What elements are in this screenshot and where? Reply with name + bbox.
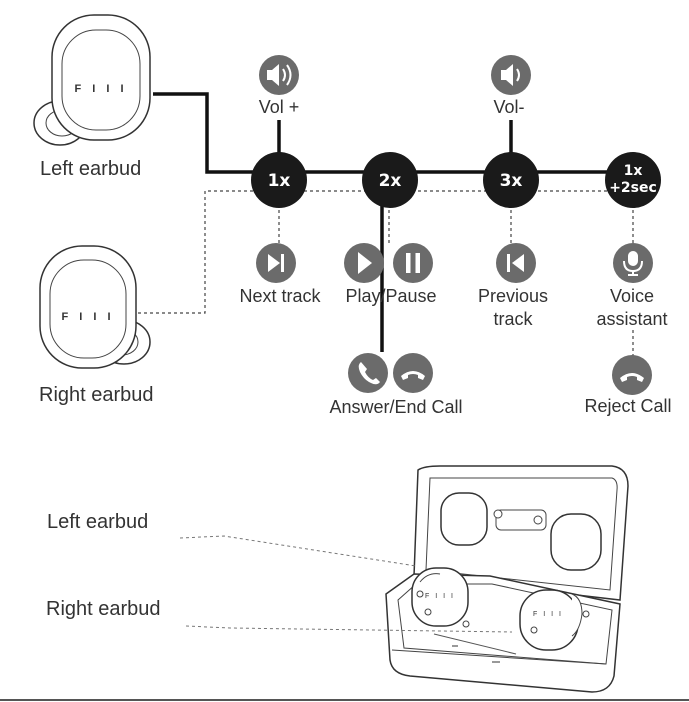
- play-pause-label: Play/Pause: [345, 286, 437, 306]
- left-earbud-logo: F I I I: [74, 83, 127, 95]
- long-press-node: [605, 152, 661, 208]
- pause-icon: [393, 243, 433, 283]
- case-right-earbud-label: Right earbud: [46, 598, 161, 620]
- single-press-node: [251, 152, 307, 208]
- long-press-label-bottom: +2sec: [609, 180, 657, 196]
- double-press-node: [362, 152, 418, 208]
- previous-track-icon: [496, 243, 536, 283]
- vol-down-label: Vol-: [493, 97, 525, 117]
- triple-press-node: [483, 152, 539, 208]
- phone-answer-icon: [348, 353, 388, 393]
- case-right-earbud-logo: F I I I: [533, 611, 563, 618]
- left-earbud-illustration: F I I I: [33, 14, 151, 146]
- next-track-label: Next track: [239, 286, 321, 306]
- charging-case-illustration: F I I I F I I I: [385, 465, 629, 693]
- case-left-earbud-label: Left earbud: [47, 511, 149, 533]
- right-earbud-label: Right earbud: [39, 384, 154, 406]
- phone-hangup-icon: [393, 353, 433, 393]
- triple-press-label: 3x: [500, 171, 523, 191]
- reject-call-icon: [612, 355, 652, 395]
- speaker-low-icon: [491, 55, 531, 95]
- answer-end-call-label: Answer/End Call: [329, 397, 463, 417]
- microphone-icon: [613, 243, 653, 283]
- right-earbud-logo: F I I I: [61, 311, 114, 323]
- speaker-loud-icon: [259, 55, 299, 95]
- case-left-earbud-logo: F I I I: [425, 593, 455, 600]
- play-icon: [344, 243, 384, 283]
- case-right-earbud-pointer: [185, 625, 513, 633]
- voice-assistant-label-line1: Voice: [609, 286, 655, 306]
- vol-up-label: Vol +: [258, 97, 300, 117]
- long-press-label-top: 1x: [624, 163, 643, 179]
- left-earbud-label: Left earbud: [40, 158, 142, 180]
- single-press-label: 1x: [268, 171, 291, 191]
- right-earbud-illustration: F I I I: [39, 245, 151, 369]
- previous-track-label-line1: Previous: [477, 286, 549, 306]
- case-left-earbud-pointer: [179, 535, 417, 567]
- previous-track-label-line2: track: [493, 309, 533, 329]
- reject-call-label: Reject Call: [584, 396, 672, 416]
- double-press-label: 2x: [379, 171, 402, 191]
- voice-assistant-label-line2: assistant: [596, 309, 668, 329]
- next-track-icon: [256, 243, 296, 283]
